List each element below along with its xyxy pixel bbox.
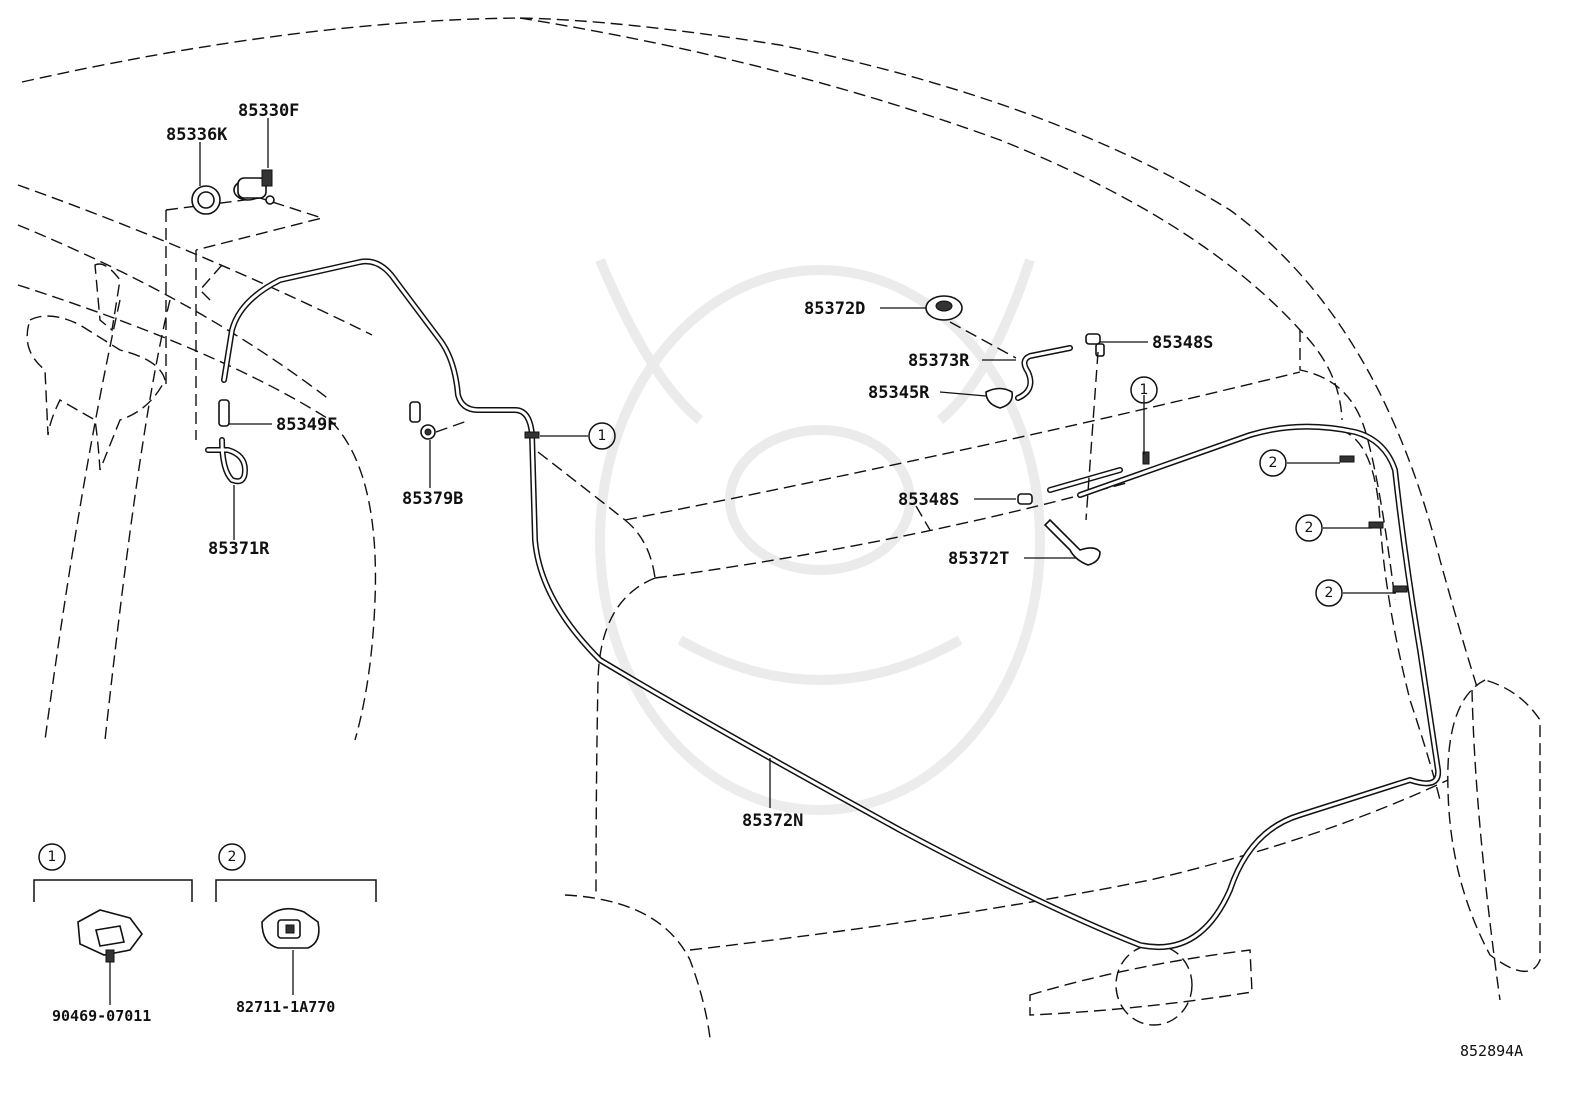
legend-item-2: 2 82711-1A770: [215, 843, 377, 1016]
label-85373R: 85373R: [908, 351, 970, 371]
label-85330F: 85330F: [238, 101, 299, 121]
joint-85348S-top-drawing: [1085, 333, 1105, 357]
hose-85371R: [205, 437, 248, 485]
label-85372N: 85372N: [742, 811, 803, 831]
pump-85330F-drawing: [233, 169, 275, 205]
leader-lines: [109, 118, 1396, 1005]
joint-85349F-drawing: [218, 399, 230, 427]
svg-text:1: 1: [1140, 382, 1149, 398]
callout-2-a: 2: [1259, 449, 1287, 477]
nozzle-85372T-drawing: [1043, 518, 1101, 566]
label-85372T: 85372T: [948, 549, 1009, 569]
label-85371R: 85371R: [208, 539, 270, 559]
clip-82711-1A770-drawing: [261, 907, 320, 949]
label-85348S-mid: 85348S: [898, 490, 959, 510]
callout-1-b: 1: [1130, 376, 1158, 404]
legend-part-90469-07011: 90469-07011: [52, 1007, 151, 1025]
svg-text:1: 1: [48, 849, 57, 865]
grommet-85336K-drawing: [191, 185, 221, 215]
label-85349F: 85349F: [276, 415, 337, 435]
svg-text:2: 2: [1269, 455, 1278, 471]
callout-1-a: 1: [588, 422, 616, 450]
callout-2-b: 2: [1295, 514, 1323, 542]
hose-85373R: [1015, 345, 1073, 401]
nozzle-85379B-drawing: [409, 401, 436, 440]
label-85345R: 85345R: [868, 383, 930, 403]
watermark-emblem: [595, 258, 1045, 815]
svg-text:1: 1: [598, 428, 607, 444]
hose-clamps: [524, 431, 1408, 593]
label-85336K: 85336K: [166, 125, 228, 145]
washer-hose-85372N: [221, 258, 1442, 951]
svg-text:2: 2: [228, 849, 237, 865]
label-85379B: 85379B: [402, 489, 463, 509]
callout-2-c: 2: [1315, 579, 1343, 607]
cap-85372D-drawing: [925, 295, 963, 321]
clamp-90469-07011-drawing: [77, 909, 143, 963]
svg-text:2: 2: [1305, 520, 1314, 536]
label-85372D: 85372D: [804, 299, 865, 319]
legend-item-1: 1 90469-07011: [33, 843, 193, 1025]
label-85348S-top: 85348S: [1152, 333, 1213, 353]
legend-part-82711-1A770: 82711-1A770: [236, 998, 335, 1016]
clip-85345R-drawing: [985, 387, 1014, 409]
svg-text:2: 2: [1325, 585, 1334, 601]
joint-85348S-mid-drawing: [1017, 493, 1033, 505]
diagram-id: 852894A: [1460, 1042, 1523, 1060]
hose-segment-drawing: [1047, 467, 1123, 493]
